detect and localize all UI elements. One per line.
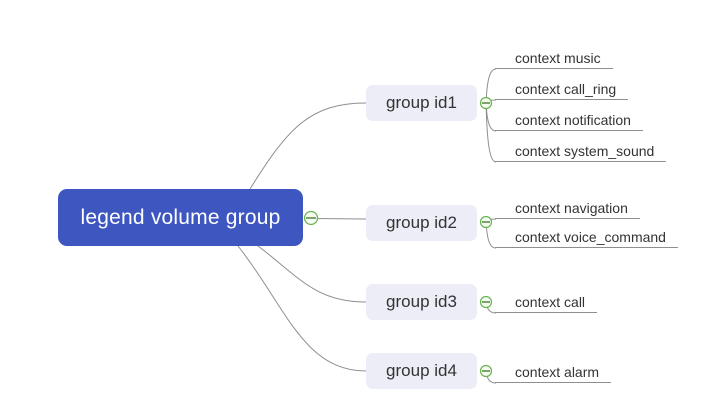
- group-node-id2[interactable]: group id2: [366, 205, 477, 241]
- leaf-node[interactable]: context voice_command: [495, 230, 678, 248]
- expander-icon-group-id4[interactable]: [479, 364, 493, 378]
- connector-line: [237, 245, 367, 372]
- leaf-node[interactable]: context navigation: [495, 201, 640, 219]
- expander-icon-group-id1[interactable]: [479, 96, 493, 110]
- root-node[interactable]: legend volume group: [58, 189, 303, 246]
- expander-icon-group-id3[interactable]: [479, 295, 493, 309]
- leaf-node[interactable]: context call_ring: [495, 82, 629, 100]
- group-node-id1[interactable]: group id1: [366, 85, 477, 121]
- group-node-id3[interactable]: group id3: [366, 284, 477, 320]
- leaf-node[interactable]: context music: [495, 51, 613, 69]
- leaf-node[interactable]: context notification: [495, 113, 643, 131]
- leaf-node[interactable]: context system_sound: [495, 144, 667, 162]
- leaf-node[interactable]: context alarm: [495, 365, 612, 383]
- connector-line: [485, 102, 497, 163]
- connector-line: [249, 102, 367, 190]
- expander-icon-group-id2[interactable]: [479, 215, 493, 229]
- leaf-node[interactable]: context call: [495, 295, 598, 313]
- group-node-id4[interactable]: group id4: [366, 353, 477, 389]
- expander-icon-root[interactable]: [303, 210, 319, 226]
- connector-line: [257, 245, 367, 303]
- connector-line: [310, 218, 367, 220]
